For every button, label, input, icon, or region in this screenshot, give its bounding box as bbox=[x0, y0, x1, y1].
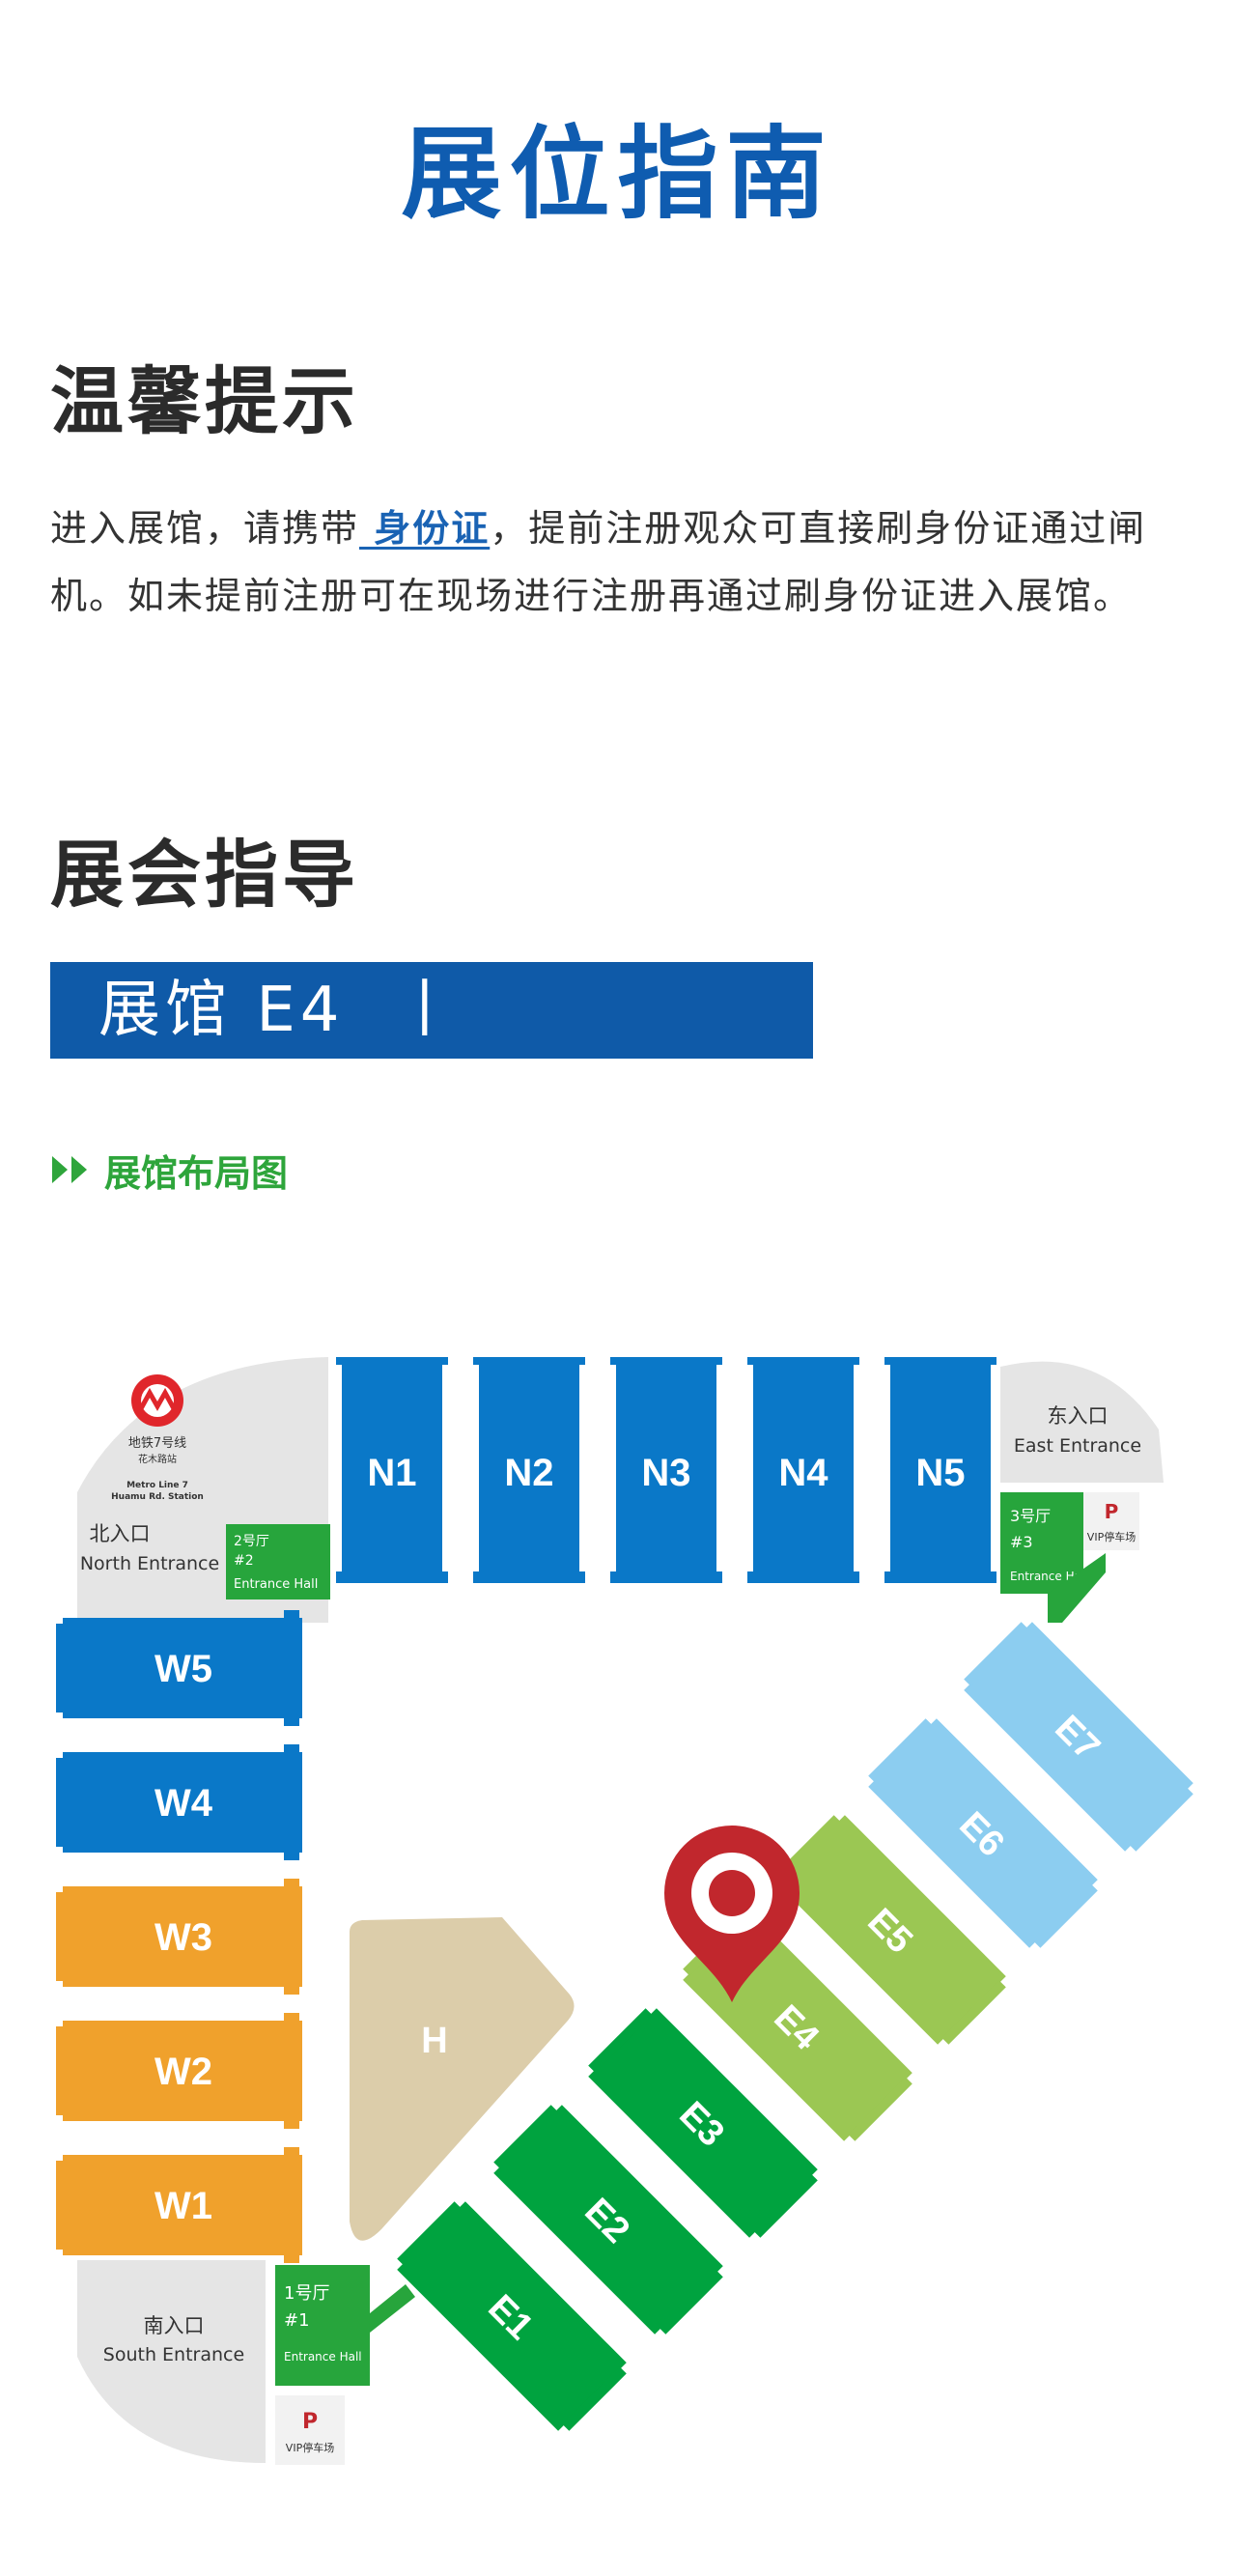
vip-parking-bottom[interactable] bbox=[275, 2395, 345, 2465]
guide-heading: 展会指导 bbox=[50, 832, 359, 918]
hall-1-connector bbox=[370, 2284, 415, 2333]
hall-N3-label: N3 bbox=[641, 1452, 690, 1494]
vip-parking-bottom-p: P bbox=[302, 2410, 318, 2434]
hall-W1[interactable]: W1 bbox=[56, 2147, 302, 2263]
hall-N5[interactable]: N5 bbox=[884, 1357, 996, 1583]
entrance-hall-2[interactable] bbox=[226, 1524, 330, 1599]
hall-N2-label: N2 bbox=[504, 1452, 553, 1494]
hall-W4-label: W4 bbox=[154, 1782, 213, 1825]
tips-text-before: 进入展馆，请携带 bbox=[50, 507, 360, 550]
east-entrance-cn: 东入口 bbox=[1048, 1404, 1109, 1428]
vip-parking-top-label: VIP停车场 bbox=[1087, 1530, 1136, 1543]
entrance-hall-3-num: #3 bbox=[1010, 1533, 1033, 1551]
double-arrow-icon bbox=[50, 1152, 91, 1187]
east-entrance-area bbox=[1000, 1361, 1164, 1483]
tips-text: 进入展馆，请携带 身份证，提前注册观众可直接刷身份证通过闸机。如未提前注册可在现… bbox=[50, 495, 1190, 630]
vip-parking-top[interactable] bbox=[1083, 1492, 1139, 1550]
entrance-hall-3[interactable] bbox=[1000, 1492, 1083, 1594]
hall-E7[interactable]: E7 bbox=[959, 1617, 1199, 1857]
entrance-hall-2-cn: 2号厅 bbox=[234, 1534, 269, 1549]
entrance-hall-1-cn: 1号厅 bbox=[284, 2283, 329, 2304]
north-entrance-cn: 北入口 bbox=[90, 1522, 151, 1545]
north-entrance-en: North Entrance bbox=[80, 1553, 219, 1574]
entrance-hall-2-num: #2 bbox=[234, 1553, 254, 1569]
east-entrance-en: East Entrance bbox=[1014, 1435, 1141, 1457]
hall-E6[interactable]: E6 bbox=[863, 1713, 1104, 1954]
hall-N4[interactable]: N4 bbox=[747, 1357, 859, 1583]
south-entrance-cn: 南入口 bbox=[144, 2314, 205, 2337]
hall-W5[interactable]: W5 bbox=[56, 1610, 302, 1726]
venue-map: 地铁7号线 花木路站 Metro Line 7 Huamu Rd. Statio… bbox=[56, 1357, 1199, 2465]
metro-line-cn: 地铁7号线 bbox=[128, 1436, 186, 1451]
hall-E1[interactable]: E1 bbox=[392, 2196, 632, 2437]
hall-booth-banner: 展馆 E4 丨 展位号 B42 bbox=[50, 962, 813, 1143]
entrance-hall-2-en: Entrance Hall bbox=[234, 1577, 318, 1592]
hall-W2-label: W2 bbox=[154, 2051, 212, 2093]
metro-station-cn: 花木路站 bbox=[138, 1453, 177, 1465]
hall-E3[interactable]: E3 bbox=[583, 2003, 824, 2244]
hall-N3[interactable]: N3 bbox=[610, 1357, 722, 1583]
page-title: 展位指南 bbox=[401, 115, 834, 233]
entrance-hall-1-en: Entrance Hall bbox=[284, 2350, 362, 2364]
metro-logo-icon bbox=[131, 1374, 183, 1427]
hall-W1-label: W1 bbox=[154, 2185, 212, 2227]
vip-parking-top-p: P bbox=[1105, 1500, 1119, 1523]
location-pin-icon bbox=[664, 1826, 800, 2002]
layout-title: 展馆布局图 bbox=[104, 1151, 289, 1195]
entrance-hall-1[interactable] bbox=[275, 2265, 370, 2386]
hall-W2[interactable]: W2 bbox=[56, 2013, 302, 2129]
hall-W5-label: W5 bbox=[154, 1648, 212, 1690]
hall-N2[interactable]: N2 bbox=[473, 1357, 585, 1583]
tips-text-after: ，提前注册观众可直接刷身份证通过闸机。如未提前注册可在现场进行注册再通过刷身份证… bbox=[50, 507, 1147, 617]
hall-H[interactable] bbox=[350, 1917, 575, 2241]
hall-label: 展馆 E4 bbox=[98, 975, 345, 1046]
hall-W3[interactable]: W3 bbox=[56, 1879, 302, 1995]
south-entrance-area bbox=[77, 2260, 266, 2463]
hall-N5-label: N5 bbox=[915, 1452, 965, 1494]
tips-heading: 温馨提示 bbox=[50, 358, 359, 444]
metro-station-en: Huamu Rd. Station bbox=[111, 1492, 204, 1502]
hall-W4[interactable]: W4 bbox=[56, 1744, 302, 1860]
hall-N4-label: N4 bbox=[778, 1452, 828, 1494]
hall-H-label: H bbox=[421, 2021, 447, 2061]
hall-N1-label: N1 bbox=[367, 1452, 416, 1494]
metro-line-en: Metro Line 7 bbox=[126, 1481, 188, 1490]
banner-separator: 丨 bbox=[393, 975, 461, 1046]
entrance-hall-1-num: #1 bbox=[284, 2310, 310, 2331]
hall-W3-label: W3 bbox=[154, 1916, 212, 1959]
entrance-hall-3-cn: 3号厅 bbox=[1010, 1507, 1051, 1525]
hall-E2[interactable]: E2 bbox=[489, 2100, 729, 2340]
hall-E5[interactable]: E5 bbox=[772, 1810, 1012, 2051]
south-entrance-en: South Entrance bbox=[103, 2344, 244, 2365]
id-card-link[interactable]: 身份证 bbox=[359, 507, 491, 550]
hall-3-connector bbox=[1048, 1553, 1106, 1623]
layout-subheading: 展馆布局图 bbox=[50, 1146, 289, 1195]
hall-N1[interactable]: N1 bbox=[336, 1357, 448, 1583]
booth-label: 展位号 B42 bbox=[50, 1071, 410, 1143]
vip-parking-bottom-label: VIP停车场 bbox=[286, 2441, 334, 2454]
